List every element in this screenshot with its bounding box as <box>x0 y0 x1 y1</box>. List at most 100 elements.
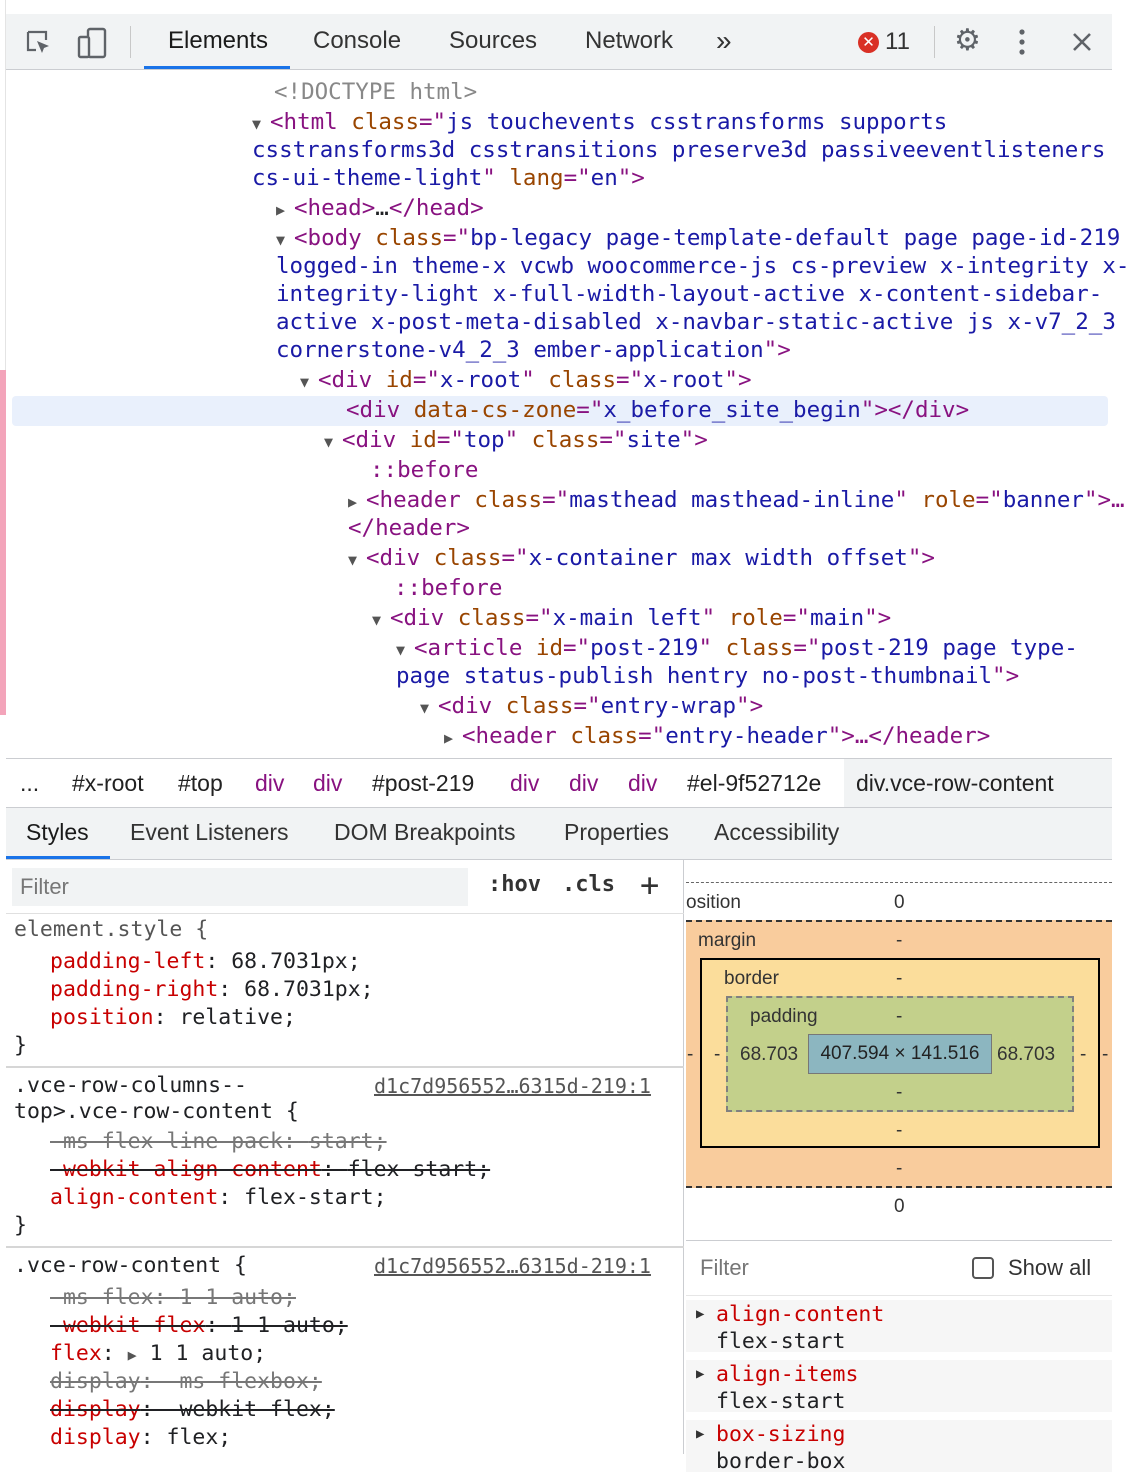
tab-event-listeners[interactable]: Event Listeners <box>130 819 289 845</box>
margin-right-value[interactable]: - <box>1102 1044 1109 1065</box>
padding-right-value[interactable]: 68.703 <box>997 1044 1056 1065</box>
expand-triangle-icon[interactable]: ▼ <box>372 611 382 629</box>
expand-triangle-icon[interactable]: ▼ <box>396 641 406 659</box>
tab-network[interactable]: Network <box>585 27 674 54</box>
dom-node-before[interactable]: ::before <box>394 575 503 601</box>
dom-node-head[interactable]: ▶<head>…</head> <box>276 194 484 222</box>
style-declaration[interactable]: align-content: flex-start; <box>50 1185 387 1210</box>
breadcrumb-item[interactable]: #post-219 <box>372 770 475 796</box>
margin-top-value[interactable]: - <box>896 930 903 951</box>
style-declaration-overridden[interactable]: -webkit-align-content: flex-start; <box>50 1157 491 1182</box>
class-toggle-button[interactable]: .cls <box>562 872 615 897</box>
expand-triangle-icon[interactable]: ▶ <box>696 1306 705 1322</box>
dom-node-main[interactable]: ▼<div class="x-main left" role="main"> <box>372 604 891 632</box>
padding-bottom-value[interactable]: - <box>896 1082 903 1103</box>
close-icon[interactable] <box>1070 30 1094 54</box>
inspect-element-icon[interactable] <box>24 28 54 58</box>
hover-state-button[interactable]: :hov <box>488 872 541 897</box>
sidebar-tabs: Styles Event Listeners DOM Breakpoints P… <box>6 808 1112 860</box>
breadcrumb-item[interactable]: #x-root <box>72 770 144 796</box>
expand-triangle-icon[interactable]: ▼ <box>300 373 310 391</box>
dom-node-doctype[interactable]: <!DOCTYPE html> <box>274 79 478 105</box>
breadcrumb-item[interactable]: div <box>510 770 540 796</box>
show-all-checkbox[interactable] <box>972 1257 994 1279</box>
style-declaration[interactable]: position: relative; <box>50 1005 296 1030</box>
rule-source-link[interactable]: d1c7d956552…6315d-219:1 <box>374 1074 651 1098</box>
border-top-value[interactable]: - <box>896 968 903 989</box>
tab-sources[interactable]: Sources <box>449 27 538 54</box>
expand-triangle-icon[interactable]: ▶ <box>127 1346 137 1364</box>
border-left-value[interactable]: - <box>714 1044 721 1065</box>
computed-property[interactable]: ▶ align-content flex-start <box>686 1300 1112 1356</box>
tab-dom-breakpoints[interactable]: DOM Breakpoints <box>334 819 516 845</box>
dom-node-container[interactable]: ▼<div class="x-container max width offse… <box>348 544 935 572</box>
dom-node-x-root[interactable]: ▼<div id="x-root" class="x-root"> <box>300 366 752 394</box>
breadcrumb-item[interactable]: div <box>569 770 599 796</box>
collapsed-triangle-icon[interactable]: ▶ <box>348 493 358 511</box>
tab-properties[interactable]: Properties <box>564 819 669 845</box>
add-rule-button[interactable]: + <box>640 866 660 904</box>
styles-filter-input[interactable] <box>12 868 468 906</box>
position-bottom-value[interactable]: 0 <box>894 1196 905 1217</box>
dom-node-before[interactable]: ::before <box>370 457 479 483</box>
tab-console[interactable]: Console <box>313 27 402 54</box>
rule-source-link[interactable]: d1c7d956552…6315d-219:1 <box>374 1254 651 1278</box>
expand-triangle-icon[interactable]: ▶ <box>696 1366 705 1382</box>
more-tabs-button[interactable]: » <box>716 25 732 56</box>
border-label: border <box>724 968 779 989</box>
computed-property[interactable]: ▶ box-sizing border-box <box>686 1420 1112 1476</box>
collapsed-triangle-icon[interactable]: ▶ <box>444 729 454 747</box>
tab-accessibility[interactable]: Accessibility <box>714 819 840 845</box>
more-options-icon[interactable] <box>1018 27 1026 57</box>
dom-node-body-cont: integrity-light x-full-width-layout-acti… <box>276 281 1103 307</box>
dom-node-entry-header[interactable]: ▶<header class="entry-header">…</header> <box>444 722 990 750</box>
margin-bottom-value[interactable]: - <box>896 1158 903 1179</box>
style-declaration-overridden[interactable]: -webkit-flex: 1 1 auto; <box>50 1313 348 1338</box>
breadcrumb-item[interactable]: div <box>313 770 343 796</box>
position-top-value[interactable]: 0 <box>894 892 905 913</box>
padding-top-value[interactable]: - <box>896 1006 903 1027</box>
dom-node-html[interactable]: ▼<html class="js touchevents csstransfor… <box>252 108 947 136</box>
device-toggle-icon[interactable] <box>76 26 110 60</box>
dom-node-body[interactable]: ▼<body class="bp-legacy page-template-de… <box>276 224 1120 252</box>
style-declaration-overridden[interactable]: display: -webkit-flex; <box>50 1397 335 1422</box>
style-declaration-overridden[interactable]: display: -ms-flexbox; <box>50 1369 322 1394</box>
expand-triangle-icon[interactable]: ▼ <box>348 551 358 569</box>
margin-left-value[interactable]: - <box>687 1044 694 1065</box>
style-declaration[interactable]: padding-right: 68.7031px; <box>50 977 374 1002</box>
collapsed-triangle-icon[interactable]: ▶ <box>276 201 286 219</box>
breadcrumb-item[interactable]: div <box>255 770 285 796</box>
style-declaration[interactable]: display: flex; <box>50 1425 232 1450</box>
box-model-content-size[interactable]: 407.594 × 141.516 <box>808 1034 992 1074</box>
expand-triangle-icon[interactable]: ▼ <box>324 433 334 451</box>
breadcrumb-item-selected[interactable]: div.vce-row-content <box>856 770 1054 796</box>
expand-triangle-icon[interactable]: ▼ <box>420 699 430 717</box>
error-count-badge[interactable]: ✕ 11 <box>858 28 910 55</box>
dom-node-header[interactable]: ▶<header class="masthead masthead-inline… <box>348 486 1125 514</box>
breadcrumb-item[interactable]: #el-9f52712e <box>687 770 822 796</box>
breadcrumb-item[interactable]: ... <box>20 770 40 796</box>
style-declaration[interactable]: padding-left: 68.7031px; <box>50 949 361 974</box>
expand-triangle-icon[interactable]: ▼ <box>252 115 262 133</box>
padding-left-value[interactable]: 68.703 <box>740 1044 799 1065</box>
border-bottom-value[interactable]: - <box>896 1120 903 1141</box>
dom-node-cs-zone[interactable]: <div data-cs-zone="x_before_site_begin">… <box>346 397 970 423</box>
rule-close-brace: } <box>14 1213 27 1238</box>
breadcrumb-item[interactable]: div <box>628 770 658 796</box>
style-declaration[interactable]: flex: ▶ 1 1 auto; <box>50 1341 267 1366</box>
expand-triangle-icon[interactable]: ▶ <box>696 1426 705 1442</box>
computed-filter-input[interactable]: Filter <box>700 1255 749 1280</box>
computed-property[interactable]: ▶ align-items flex-start <box>686 1360 1112 1416</box>
breadcrumb-item[interactable]: #top <box>178 770 223 796</box>
dom-node-top[interactable]: ▼<div id="top" class="site"> <box>324 426 708 454</box>
style-declaration-overridden[interactable]: -ms-flex-line-pack: start; <box>50 1129 387 1154</box>
tab-styles[interactable]: Styles <box>26 819 89 845</box>
border-right-value[interactable]: - <box>1080 1044 1087 1065</box>
tab-elements[interactable]: Elements <box>168 27 269 54</box>
dom-node-entry-wrap[interactable]: ▼<div class="entry-wrap"> <box>420 692 763 720</box>
expand-triangle-icon[interactable]: ▼ <box>276 231 286 249</box>
dom-node-article[interactable]: ▼<article id="post-219" class="post-219 … <box>396 634 1078 662</box>
settings-gear-icon[interactable]: ⚙ <box>954 24 981 57</box>
style-declaration-overridden[interactable]: -ms-flex: 1 1 auto; <box>50 1285 296 1310</box>
page-edge <box>0 0 6 370</box>
